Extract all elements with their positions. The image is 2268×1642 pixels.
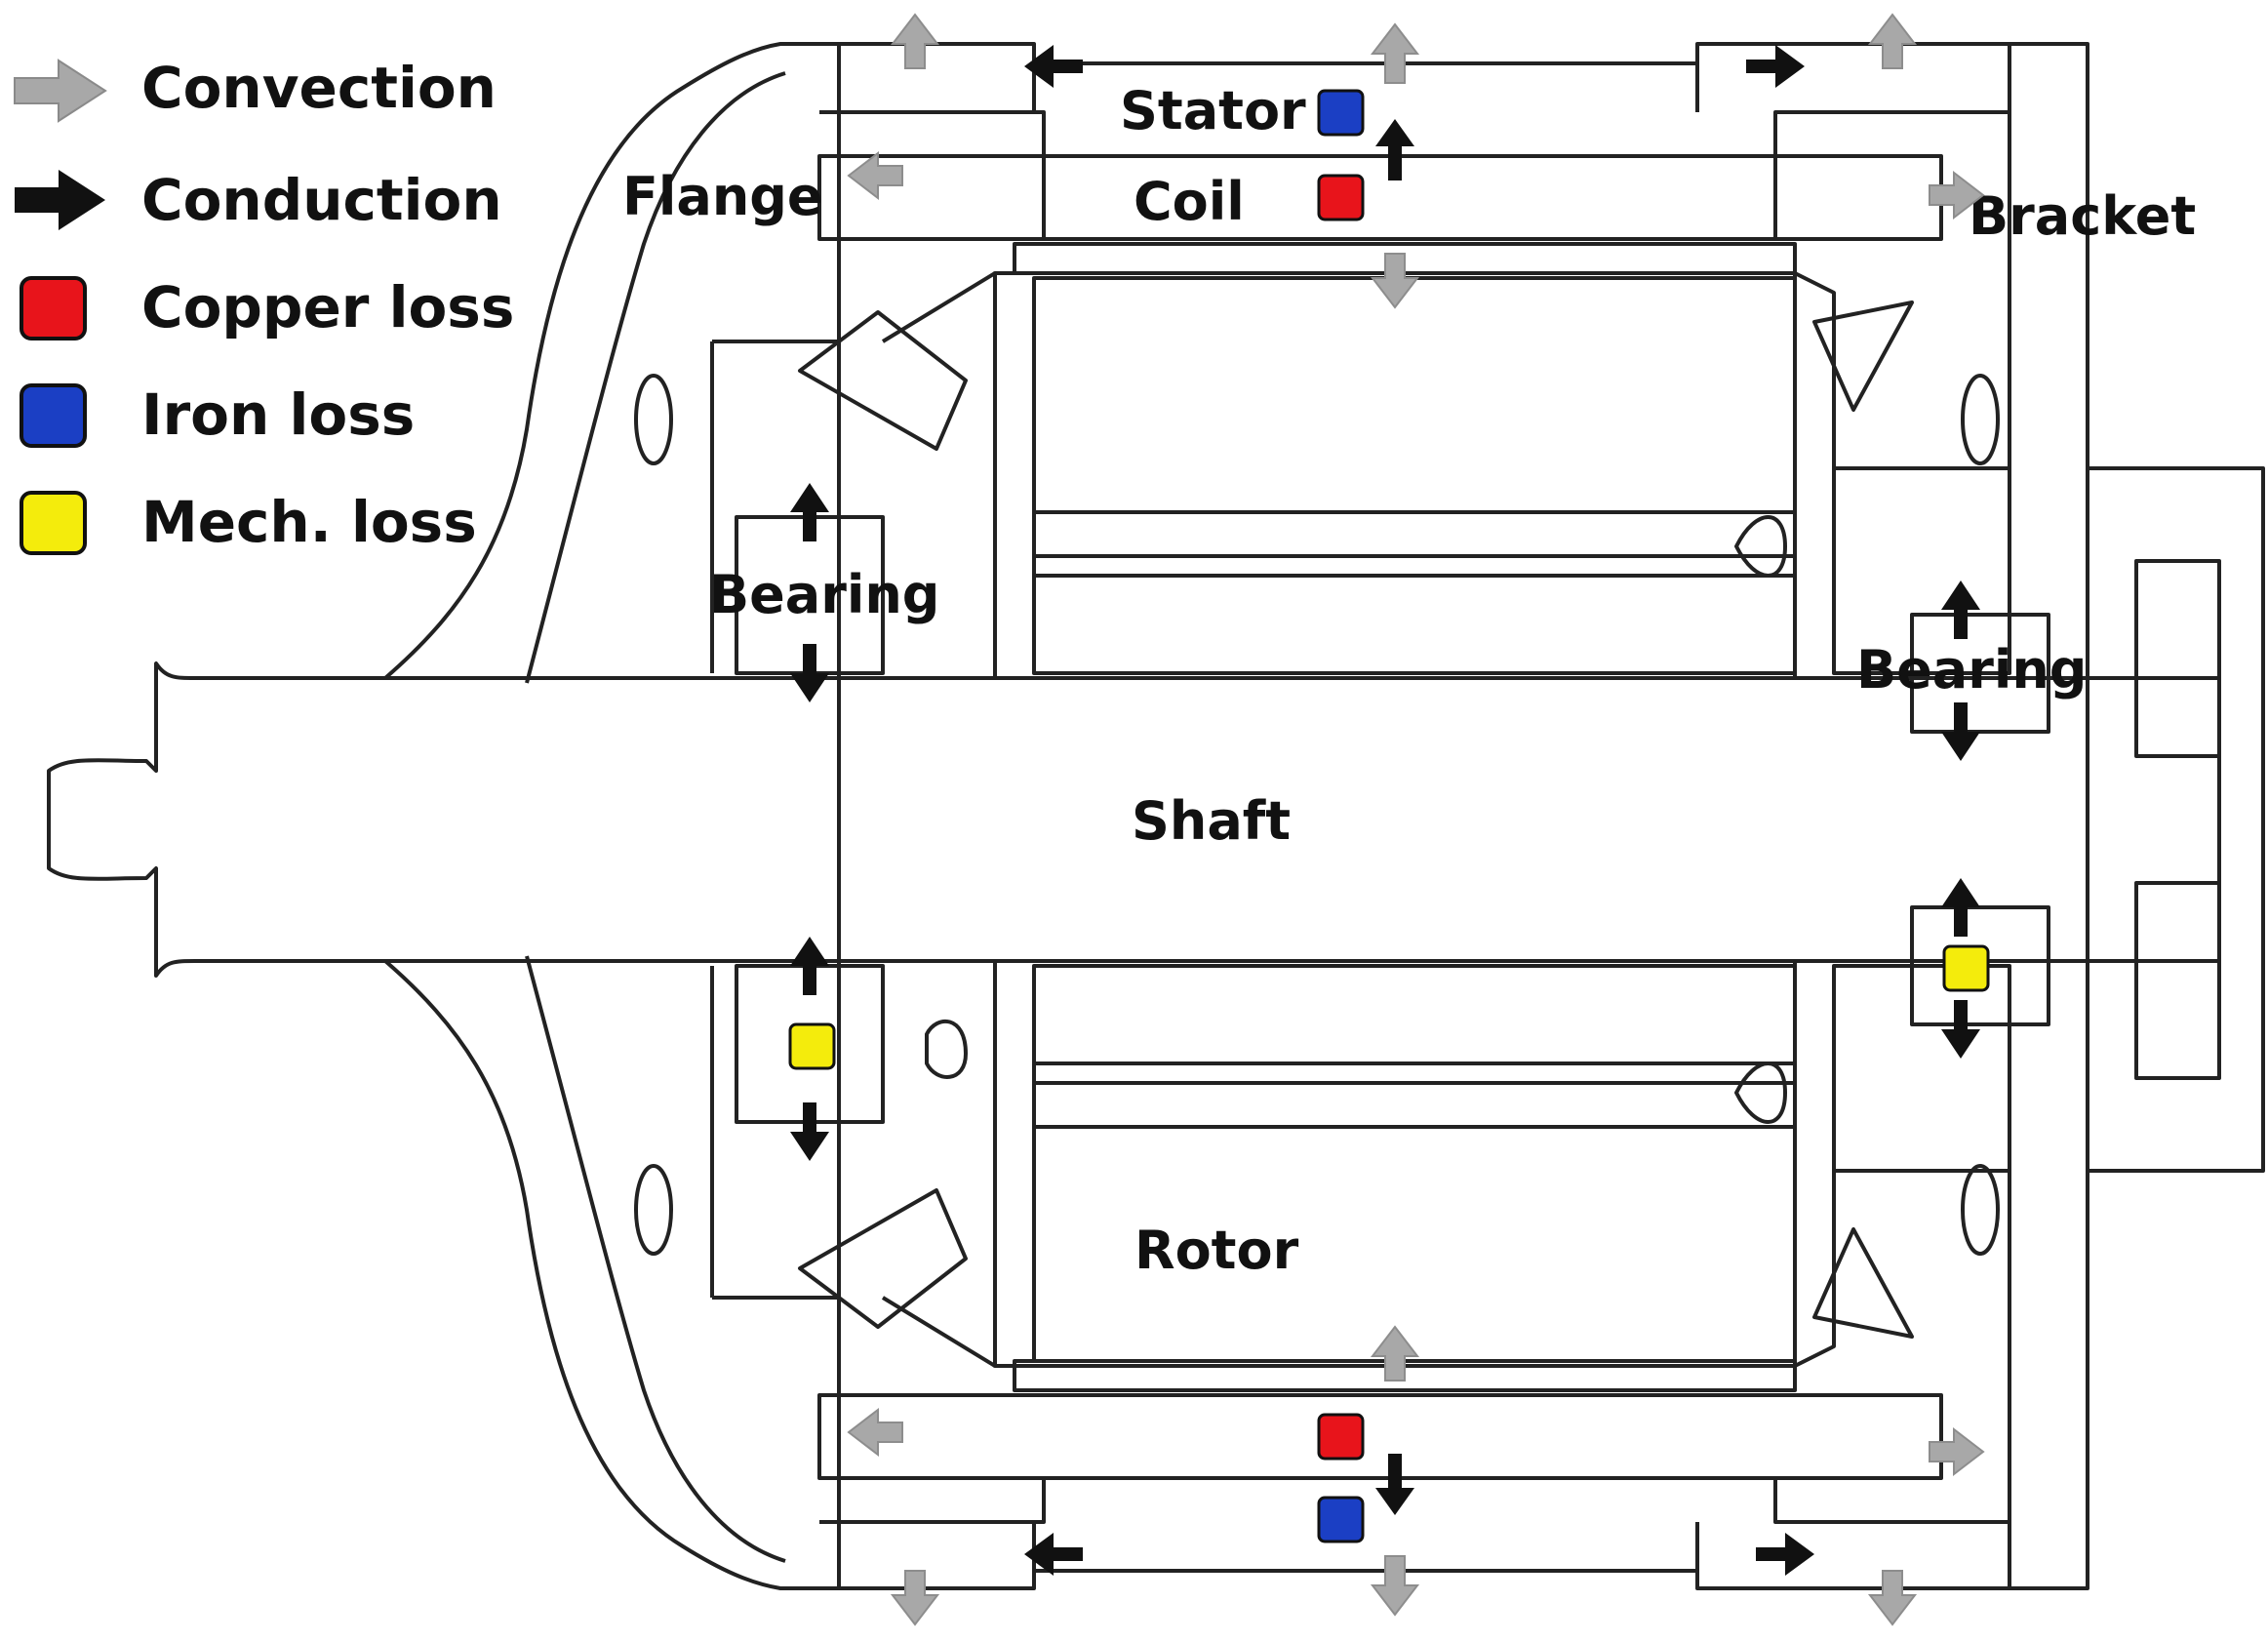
convection-arrow-icon — [1867, 1570, 1918, 1626]
conduction-arrow-icon — [1375, 1454, 1414, 1515]
label-bearing-left: Bearing — [709, 564, 939, 625]
legend-label-copper-loss: Copper loss — [141, 274, 514, 340]
heat-flow-arrows — [790, 13, 1985, 1626]
copper-loss-marker-top — [1317, 174, 1365, 221]
iron-loss-marker-bottom — [1317, 1496, 1365, 1543]
label-coil: Coil — [1134, 171, 1245, 232]
conduction-arrow-icon — [1756, 1533, 1814, 1576]
convection-arrow-icon — [890, 13, 940, 69]
legend: Convection Conduction Copper loss Iron l… — [14, 55, 514, 555]
mech-loss-marker-right — [1942, 944, 1990, 992]
component-labels: Stator Coil Flange Bracket Bearing Beari… — [622, 80, 2196, 1281]
conduction-arrow-icon — [1024, 1533, 1083, 1576]
convection-arrow-icon — [1370, 22, 1420, 84]
conduction-arrow-icon — [1941, 581, 1980, 639]
copper-loss-legend-swatch — [20, 276, 87, 340]
label-stator: Stator — [1120, 80, 1306, 141]
convection-arrow-icon — [847, 150, 903, 201]
iron-loss-marker-top — [1317, 89, 1365, 137]
convection-arrow-icon — [1929, 1426, 1985, 1477]
label-bracket: Bracket — [1969, 185, 2196, 247]
legend-label-convection: Convection — [141, 55, 497, 121]
copper-loss-marker-bottom — [1317, 1413, 1365, 1461]
mech-loss-marker-left — [788, 1022, 836, 1070]
legend-label-iron-loss: Iron loss — [141, 381, 415, 448]
loss-markers — [788, 89, 1990, 1543]
conduction-arrow-icon — [790, 1102, 829, 1161]
iron-loss-legend-swatch — [20, 383, 87, 448]
conduction-arrow-icon — [790, 483, 829, 541]
convection-arrow-icon — [1370, 1555, 1420, 1617]
label-rotor: Rotor — [1134, 1220, 1299, 1281]
convection-legend-arrow-icon — [14, 59, 107, 123]
convection-arrow-icon — [1929, 170, 1985, 220]
legend-label-conduction: Conduction — [141, 167, 502, 233]
conduction-arrow-icon — [1024, 45, 1083, 88]
convection-arrow-icon — [1867, 13, 1918, 69]
conduction-arrow-icon — [1941, 878, 1980, 937]
conduction-arrow-icon — [1746, 45, 1805, 88]
mech-loss-legend-swatch — [20, 491, 87, 555]
label-shaft: Shaft — [1132, 790, 1291, 852]
legend-label-mech-loss: Mech. loss — [141, 489, 477, 555]
conduction-arrow-icon — [790, 937, 829, 995]
convection-arrow-icon — [1370, 1325, 1420, 1382]
conduction-legend-arrow-icon — [15, 170, 105, 230]
conduction-arrow-icon — [1941, 1000, 1980, 1059]
conduction-arrow-icon — [1375, 119, 1414, 180]
label-flange: Flange — [622, 166, 823, 227]
convection-arrow-icon — [890, 1570, 940, 1626]
conduction-arrow-icon — [790, 644, 829, 702]
label-bearing-right: Bearing — [1856, 639, 2087, 701]
convection-arrow-icon — [1370, 253, 1420, 309]
conduction-arrow-icon — [1941, 702, 1980, 761]
convection-arrow-icon — [847, 1407, 903, 1458]
